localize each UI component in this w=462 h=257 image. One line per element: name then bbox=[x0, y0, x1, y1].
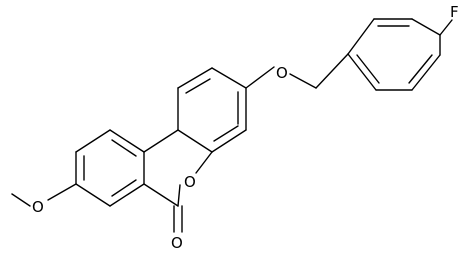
bond-ring-to-ch2 bbox=[315, 53, 349, 89]
methoxy-benzo-ring bbox=[75, 129, 145, 207]
methoxy-oxygen-atom-label: O bbox=[32, 198, 44, 216]
bond-ether-oxygen-to-core bbox=[245, 66, 275, 89]
bond-methoxy-oxygen-to-methyl bbox=[11, 193, 31, 207]
lactone-ring bbox=[143, 129, 213, 207]
fluorophenyl-ring bbox=[347, 18, 441, 91]
fluorine-atom-label: F bbox=[450, 3, 459, 21]
bond-ring-to-fluorine bbox=[439, 19, 453, 36]
carbonyl-oxygen-atom-label: O bbox=[171, 234, 183, 252]
bond-ring-to-methoxy-oxygen bbox=[47, 183, 77, 201]
bond-ch2-to-ether-oxygen bbox=[289, 73, 317, 89]
ring-oxygen-atom-label: O bbox=[184, 173, 196, 191]
ether-oxygen-atom-label: O bbox=[276, 64, 288, 82]
upper-benzo-ring bbox=[177, 67, 247, 153]
